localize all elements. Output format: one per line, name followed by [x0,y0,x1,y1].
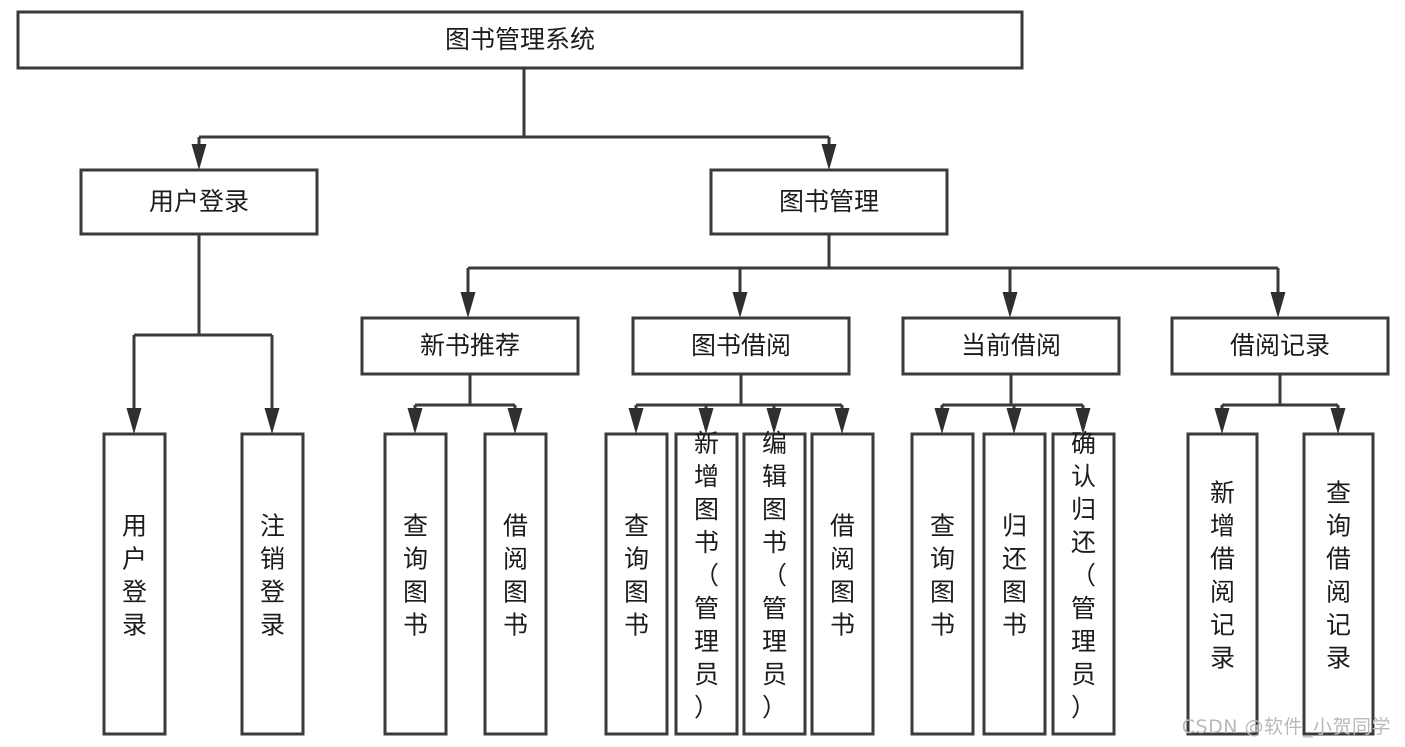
node-box-leaf-user-login[interactable] [102,432,167,736]
csdn-watermark: CSDN @软件_小贺同学 [1181,716,1391,738]
node-label-root: 图书管理系统 [445,25,595,54]
node-book-borrow[interactable]: 图书借阅 [631,316,851,376]
node-book-management[interactable]: 图书管理 [709,168,949,236]
node-leaf-add-borrow-record[interactable]: 新增借阅记录 [1186,432,1259,736]
node-label-current-borrow: 当前借阅 [961,331,1061,360]
connector-root-bus [191,68,837,170]
node-label-user-login: 用户登录 [149,187,249,216]
node-label-leaf-add-borrow-record: 新增借阅记录 [1210,479,1235,673]
node-new-book-recommend[interactable]: 新书推荐 [360,316,580,376]
node-leaf-user-login[interactable]: 用户登录 [102,432,167,736]
node-label-leaf-query-book-current: 查询图书 [930,512,955,640]
node-label-leaf-confirm-return-admin: 确认归还（管理员） [1071,429,1096,722]
node-label-leaf-borrow-book: 借阅图书 [830,512,855,640]
node-box-user-login[interactable] [79,168,319,236]
node-box-leaf-query-book-current[interactable] [910,432,975,736]
node-label-book-management: 图书管理 [779,187,879,216]
connector-borrow-record-bus [1214,374,1346,434]
node-box-leaf-return-book[interactable] [982,432,1047,736]
node-label-leaf-query-book-recommend: 查询图书 [403,512,428,640]
connector-new-book-recommend-bus [407,374,523,434]
node-box-leaf-borrow-book[interactable] [810,432,875,736]
node-box-leaf-user-logout[interactable] [240,432,305,736]
node-box-leaf-borrow-book-recommend[interactable] [483,432,548,736]
node-current-borrow[interactable]: 当前借阅 [901,316,1121,376]
node-label-leaf-return-book: 归还图书 [1002,512,1027,640]
node-box-current-borrow[interactable] [901,316,1121,376]
node-box-leaf-query-book-recommend[interactable] [383,432,448,736]
node-label-leaf-edit-book-admin: 编辑图书（管理员） [762,429,787,722]
node-box-borrow-record[interactable] [1170,316,1390,376]
node-box-leaf-add-borrow-record[interactable] [1186,432,1259,736]
node-leaf-user-logout[interactable]: 注销登录 [240,432,305,736]
node-leaf-borrow-book[interactable]: 借阅图书 [810,432,875,736]
node-root[interactable]: 图书管理系统 [16,10,1024,70]
node-label-new-book-recommend: 新书推荐 [420,331,520,360]
node-box-leaf-edit-book-admin[interactable] [742,432,807,736]
node-label-leaf-query-book-borrow: 查询图书 [624,512,649,640]
node-label-borrow-record: 借阅记录 [1230,331,1330,360]
node-leaf-confirm-return-admin[interactable]: 确认归还（管理员） [1051,429,1116,736]
connector-layer [126,68,1346,434]
node-label-leaf-add-book-admin: 新增图书（管理员） [694,429,719,722]
node-leaf-add-book-admin[interactable]: 新增图书（管理员） [674,429,739,736]
connector-current-borrow-bus [934,374,1091,434]
node-label-leaf-user-login: 用户登录 [122,512,147,640]
node-leaf-query-book-current[interactable]: 查询图书 [910,432,975,736]
node-box-leaf-confirm-return-admin[interactable] [1051,432,1116,736]
connector-user-login-bus [126,234,280,434]
node-box-leaf-query-borrow-record[interactable] [1302,432,1375,736]
node-box-book-management[interactable] [709,168,949,236]
node-leaf-borrow-book-recommend[interactable]: 借阅图书 [483,432,548,736]
connector-book-borrow-bus [628,374,850,434]
node-leaf-query-book-borrow[interactable]: 查询图书 [604,432,669,736]
node-user-login[interactable]: 用户登录 [79,168,319,236]
connector-book-management-bus [460,234,1286,318]
node-leaf-edit-book-admin[interactable]: 编辑图书（管理员） [742,429,807,736]
node-label-leaf-borrow-book-recommend: 借阅图书 [503,512,528,640]
node-layer: 图书管理系统用户登录图书管理新书推荐图书借阅当前借阅借阅记录用户登录注销登录查询… [16,10,1390,736]
node-box-root[interactable] [16,10,1024,70]
node-label-leaf-query-borrow-record: 查询借阅记录 [1326,479,1351,673]
node-box-leaf-query-book-borrow[interactable] [604,432,669,736]
node-box-leaf-add-book-admin[interactable] [674,432,739,736]
node-box-new-book-recommend[interactable] [360,316,580,376]
node-leaf-return-book[interactable]: 归还图书 [982,432,1047,736]
node-leaf-query-borrow-record[interactable]: 查询借阅记录 [1302,432,1375,736]
node-borrow-record[interactable]: 借阅记录 [1170,316,1390,376]
node-box-book-borrow[interactable] [631,316,851,376]
node-leaf-query-book-recommend[interactable]: 查询图书 [383,432,448,736]
node-label-book-borrow: 图书借阅 [691,331,791,360]
node-label-leaf-user-logout: 注销登录 [260,512,285,640]
